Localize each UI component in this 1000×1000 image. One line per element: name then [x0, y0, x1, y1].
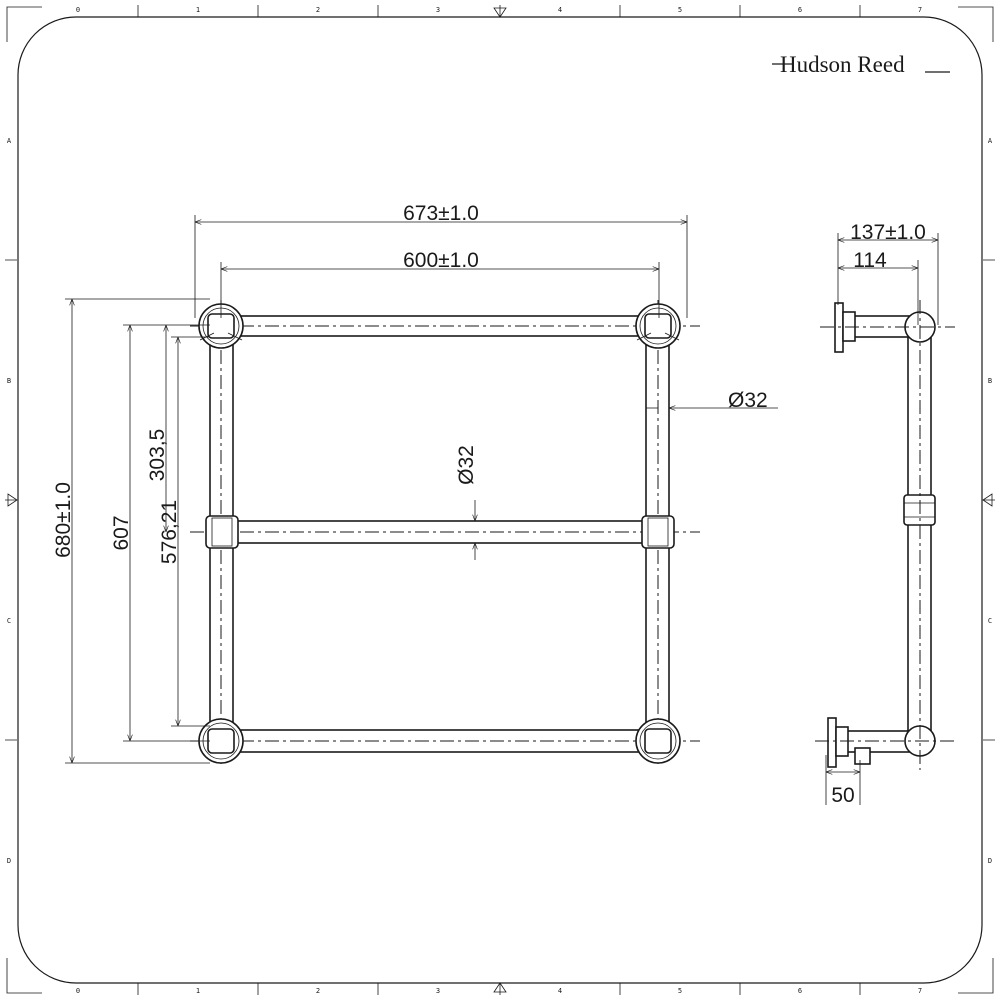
side-view: 137±1.0 114 50: [815, 221, 955, 807]
grid-row-label: C: [7, 617, 11, 625]
grid-row-label: D: [988, 857, 992, 865]
grid-col-label: 4: [558, 987, 562, 995]
grid-col-label: 7: [918, 987, 922, 995]
grid-row-label: D: [7, 857, 11, 865]
grid-col-label: 7: [918, 6, 922, 14]
grid-col-label: 5: [678, 6, 682, 14]
grid-col-label: 0: [76, 6, 80, 14]
dim-height-576: 576,21: [158, 500, 181, 564]
grid-col-label: 5: [678, 987, 682, 995]
grid-col-label: 4: [558, 6, 562, 14]
dim-depth-to-centre: 114: [853, 249, 887, 272]
dim-overall-height: 680±1.0: [52, 482, 75, 558]
dim-overall-depth: 137±1.0: [850, 221, 926, 244]
dim-centres-width: 600±1.0: [403, 249, 479, 272]
drawing-frame: [5, 5, 995, 995]
dim-pipe-dia-centre: Ø32: [455, 445, 478, 485]
grid-col-label: 2: [316, 6, 320, 14]
front-view: 673±1.0 600±1.0 680±1.0 607 303,5 576,21…: [52, 202, 778, 765]
grid-col-label: 0: [76, 987, 80, 995]
dim-pipe-dia-side: Ø32: [728, 389, 768, 412]
grid-labels: 0 1 2 3 4 5 6 7 0 1 2 3 4 5 6 7 A B C D …: [7, 6, 993, 995]
dim-half-height: 303,5: [146, 429, 169, 482]
grid-row-label: B: [7, 377, 11, 385]
grid-col-label: 1: [196, 987, 200, 995]
grid-col-label: 3: [436, 987, 440, 995]
grid-col-label: 3: [436, 6, 440, 14]
grid-col-label: 6: [798, 6, 802, 14]
dim-overall-width: 673±1.0: [403, 202, 479, 225]
grid-row-label: B: [988, 377, 992, 385]
grid-col-label: 2: [316, 987, 320, 995]
grid-row-label: C: [988, 617, 992, 625]
grid-col-label: 6: [798, 987, 802, 995]
dim-height-607: 607: [110, 515, 133, 550]
logo-text: Hudson Reed: [780, 52, 905, 77]
grid-row-label: A: [988, 137, 993, 145]
brand-logo: Hudson Reed: [772, 52, 950, 77]
dim-valve-offset: 50: [831, 784, 854, 807]
grid-row-label: A: [7, 137, 12, 145]
grid-col-label: 1: [196, 6, 200, 14]
